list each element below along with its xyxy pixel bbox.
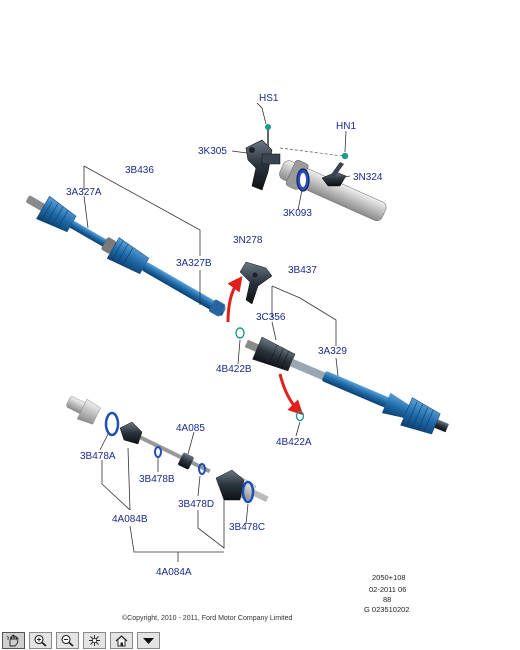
label-3a327b: 3A327B [176,258,212,269]
label-3k093: 3K093 [283,208,312,219]
label-3a327a: 3A327A [66,187,102,198]
label-3b437: 3B437 [288,265,317,276]
home-icon [115,635,128,647]
label-4b422a: 4B422A [276,437,312,448]
red-arrow-up [226,275,243,323]
menu-dropdown-button[interactable] [137,632,160,649]
boot-4a084a [215,469,245,501]
ref-line-3: 88 [383,595,391,604]
drawing-reference: 2050+108 02-2011 06 88 G 023510202 [364,573,409,614]
zoom-in-icon [34,634,47,647]
pan-icon [6,634,19,647]
wheel-bearing-3k093 [296,168,310,192]
pan-button[interactable] [2,632,25,649]
part-labels: HS1 HN1 3K305 3N324 3K093 3B436 3A327A 3… [66,93,383,578]
label-4a084b: 4A084B [112,514,148,525]
bolt-hs1 [265,124,271,146]
nut-hn1 [279,147,349,160]
red-arrow-down [278,373,304,416]
parts-diagram: HS1 HN1 3K305 3N324 3K093 3B436 3A327A 3… [26,93,449,622]
fit-icon [89,635,100,646]
left-driveshaft-3b436 [26,195,226,317]
clip-4b422b [235,327,245,339]
right-driveshaft-3b437 [244,336,449,435]
clamp-3b478a [104,411,120,437]
knuckle-bracket-3k305 [245,139,281,191]
bracket-arm-3n324 [321,162,347,187]
clamp-3b478b [154,446,162,458]
copyright-text: ©Copyright, 2010 - 2011, Ford Motor Comp… [122,614,292,622]
clamp-3b478d [198,463,206,475]
label-3k305: 3K305 [198,146,227,157]
ref-line-2: 02-2011 06 [369,585,406,594]
boot-4a084b [119,421,143,445]
label-hn1: HN1 [336,121,356,132]
label-3b478d: 3B478D [178,499,214,510]
label-3b436: 3B436 [125,165,154,176]
label-3n324: 3N324 [353,172,383,183]
hub-assembly [245,124,387,221]
home-button[interactable] [110,632,133,649]
label-3b478a: 3B478A [80,451,116,462]
label-3b478b: 3B478B [139,474,175,485]
viewer-toolbar [0,631,520,650]
label-3c356: 3C356 [256,312,286,323]
ref-line-4: G 023510202 [364,605,409,614]
label-4a084a: 4A084A [156,567,192,578]
ref-line-1: 2050+108 [372,573,406,582]
zoom-in-button[interactable] [29,632,52,649]
label-3b478c: 3B478C [229,522,265,533]
zoom-out-button[interactable] [56,632,79,649]
menu-down-icon [143,638,154,644]
damper-4a085 [178,452,194,470]
fit-view-button[interactable] [83,632,106,649]
clamp-3b478c [241,480,255,504]
label-hs1: HS1 [259,93,279,104]
label-3a329: 3A329 [318,346,347,357]
leader-lines [83,102,351,562]
label-4a085: 4A085 [176,423,205,434]
joint-kit-exploded [66,396,269,504]
bracket-3n278 [239,261,273,305]
clip-4b422a [295,410,305,422]
label-4b422b: 4B422B [216,364,252,375]
zoom-out-icon [61,634,74,647]
label-3n278: 3N278 [233,235,263,246]
